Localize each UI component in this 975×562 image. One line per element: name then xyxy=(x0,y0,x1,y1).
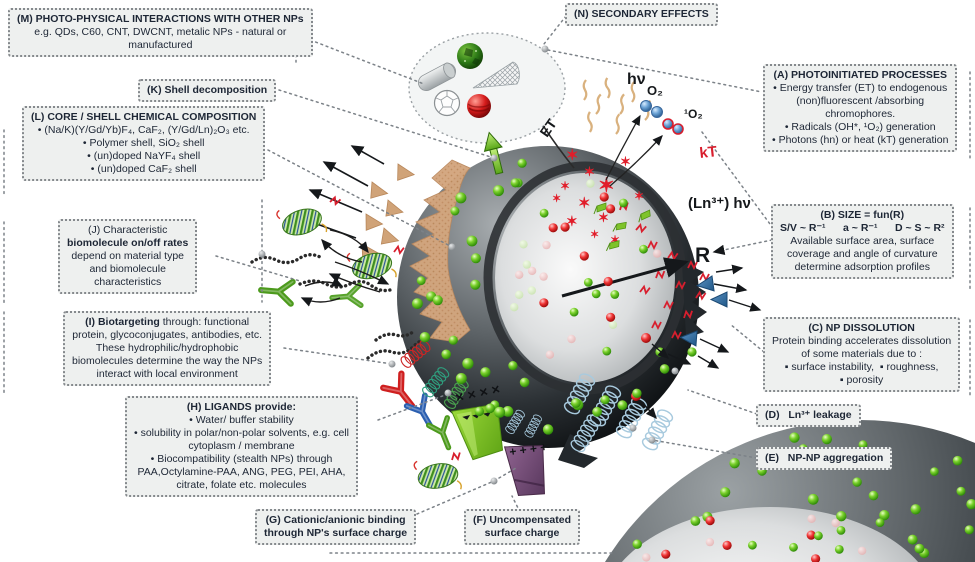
core-cutaway xyxy=(483,161,687,395)
plus-charge-row: + + + + xyxy=(508,440,548,459)
svg-text:✶: ✶ xyxy=(634,189,644,203)
antibody-icon xyxy=(331,285,361,307)
fullerene-icon xyxy=(433,89,461,117)
surface-charge-cups: ✕ ✕ ✕ ✕ + + + + xyxy=(450,384,548,496)
callout-E: (E) NP-NP aggregation xyxy=(756,447,893,471)
rough-edge-right xyxy=(682,262,707,338)
callout-N: (N) SECONDARY EFFECTS xyxy=(565,3,718,27)
callout-A: (A) PHOTOINITIATED PROCESSES • Energy tr… xyxy=(763,64,958,153)
svg-text:✶: ✶ xyxy=(620,154,631,169)
svg-text:✶: ✶ xyxy=(598,175,615,197)
oxygen-molecules xyxy=(640,100,684,135)
R-label: R xyxy=(695,244,710,267)
svg-text:✶: ✶ xyxy=(610,233,620,247)
svg-text:✶: ✶ xyxy=(566,213,578,229)
svg-text:✶: ✶ xyxy=(578,195,591,212)
quantum-dot-icon xyxy=(457,43,483,69)
svg-text:✶: ✶ xyxy=(590,229,599,241)
anionic-cup xyxy=(450,403,504,461)
connector-lines xyxy=(3,9,971,554)
leak-arrows xyxy=(641,343,720,420)
svg-text:✶: ✶ xyxy=(584,164,595,179)
svg-text:✶: ✶ xyxy=(598,210,609,225)
inset-other-nps xyxy=(408,32,566,175)
ln-hv-label: (Ln³⁺) hν xyxy=(688,195,751,212)
metal-np-icon xyxy=(467,94,491,118)
protein-icon xyxy=(275,197,329,246)
callout-F: (F) Uncompensated surface charge xyxy=(464,509,581,546)
protein-icon xyxy=(412,453,463,498)
size-adsorption xyxy=(561,257,762,353)
energy-transfer-arrows xyxy=(605,114,663,187)
nanotube-cone-icon xyxy=(472,61,520,89)
svg-text:✶: ✶ xyxy=(566,147,579,164)
antibody-icon xyxy=(260,279,293,304)
kT-label: kT xyxy=(699,143,718,162)
callout-H: (H) LIGANDS provide: • Water/ buffer sta… xyxy=(125,396,358,498)
cationic-cup xyxy=(503,445,545,496)
callout-L: (L) CORE / SHELL CHEMICAL COMPOSITION • … xyxy=(22,106,266,182)
callout-G: (G) Cationic/anionic binding through NP'… xyxy=(255,509,417,546)
hv-label: hν xyxy=(627,71,646,88)
adsorption-arrows xyxy=(699,264,762,353)
main-nanoparticle xyxy=(397,146,707,468)
callout-B: (B) SIZE = fun(R) S/V ~ R⁻¹ a ~ R⁻¹ D ~ … xyxy=(771,204,954,280)
chromophore-stars: ✶ ✶ ✶ ✶ ✶ ✶ ✶ ✶ ✶ ✶ ✶ ✶ xyxy=(552,147,644,247)
callout-C: (C) NP DISSOLUTION Protein binding accel… xyxy=(763,317,961,393)
radius-arrow xyxy=(561,257,689,298)
nanorod-icon xyxy=(418,62,456,92)
svg-text:✶: ✶ xyxy=(560,179,570,193)
o2-label: O₂ xyxy=(647,83,663,98)
connector-dots xyxy=(258,45,679,485)
callout-M-title: (M) PHOTO-PHYSICAL INTERACTIONS WITH OTH… xyxy=(17,13,304,25)
svg-text:✶: ✶ xyxy=(552,193,561,205)
callout-M: (M) PHOTO-PHYSICAL INTERACTIONS WITH OTH… xyxy=(8,8,313,58)
callout-D: (D) Ln³⁺ leakage xyxy=(756,404,861,428)
callout-I: (I) Biotargeting through: functional pro… xyxy=(63,311,272,387)
antibody-icon xyxy=(429,418,458,451)
photochemistry: ✶ ✶ ✶ ✶ ✶ ✶ ✶ ✶ ✶ ✶ ✶ ✶ xyxy=(535,76,710,339)
callout-J: (J) Characteristic biomolecule on/off ra… xyxy=(58,219,198,295)
on-off-arrows xyxy=(300,229,390,307)
singlet-o2-label: ¹O₂ xyxy=(684,107,703,121)
callout-K: (K) Shell decomposition xyxy=(138,79,277,103)
adsorbing-triangle xyxy=(710,291,728,308)
